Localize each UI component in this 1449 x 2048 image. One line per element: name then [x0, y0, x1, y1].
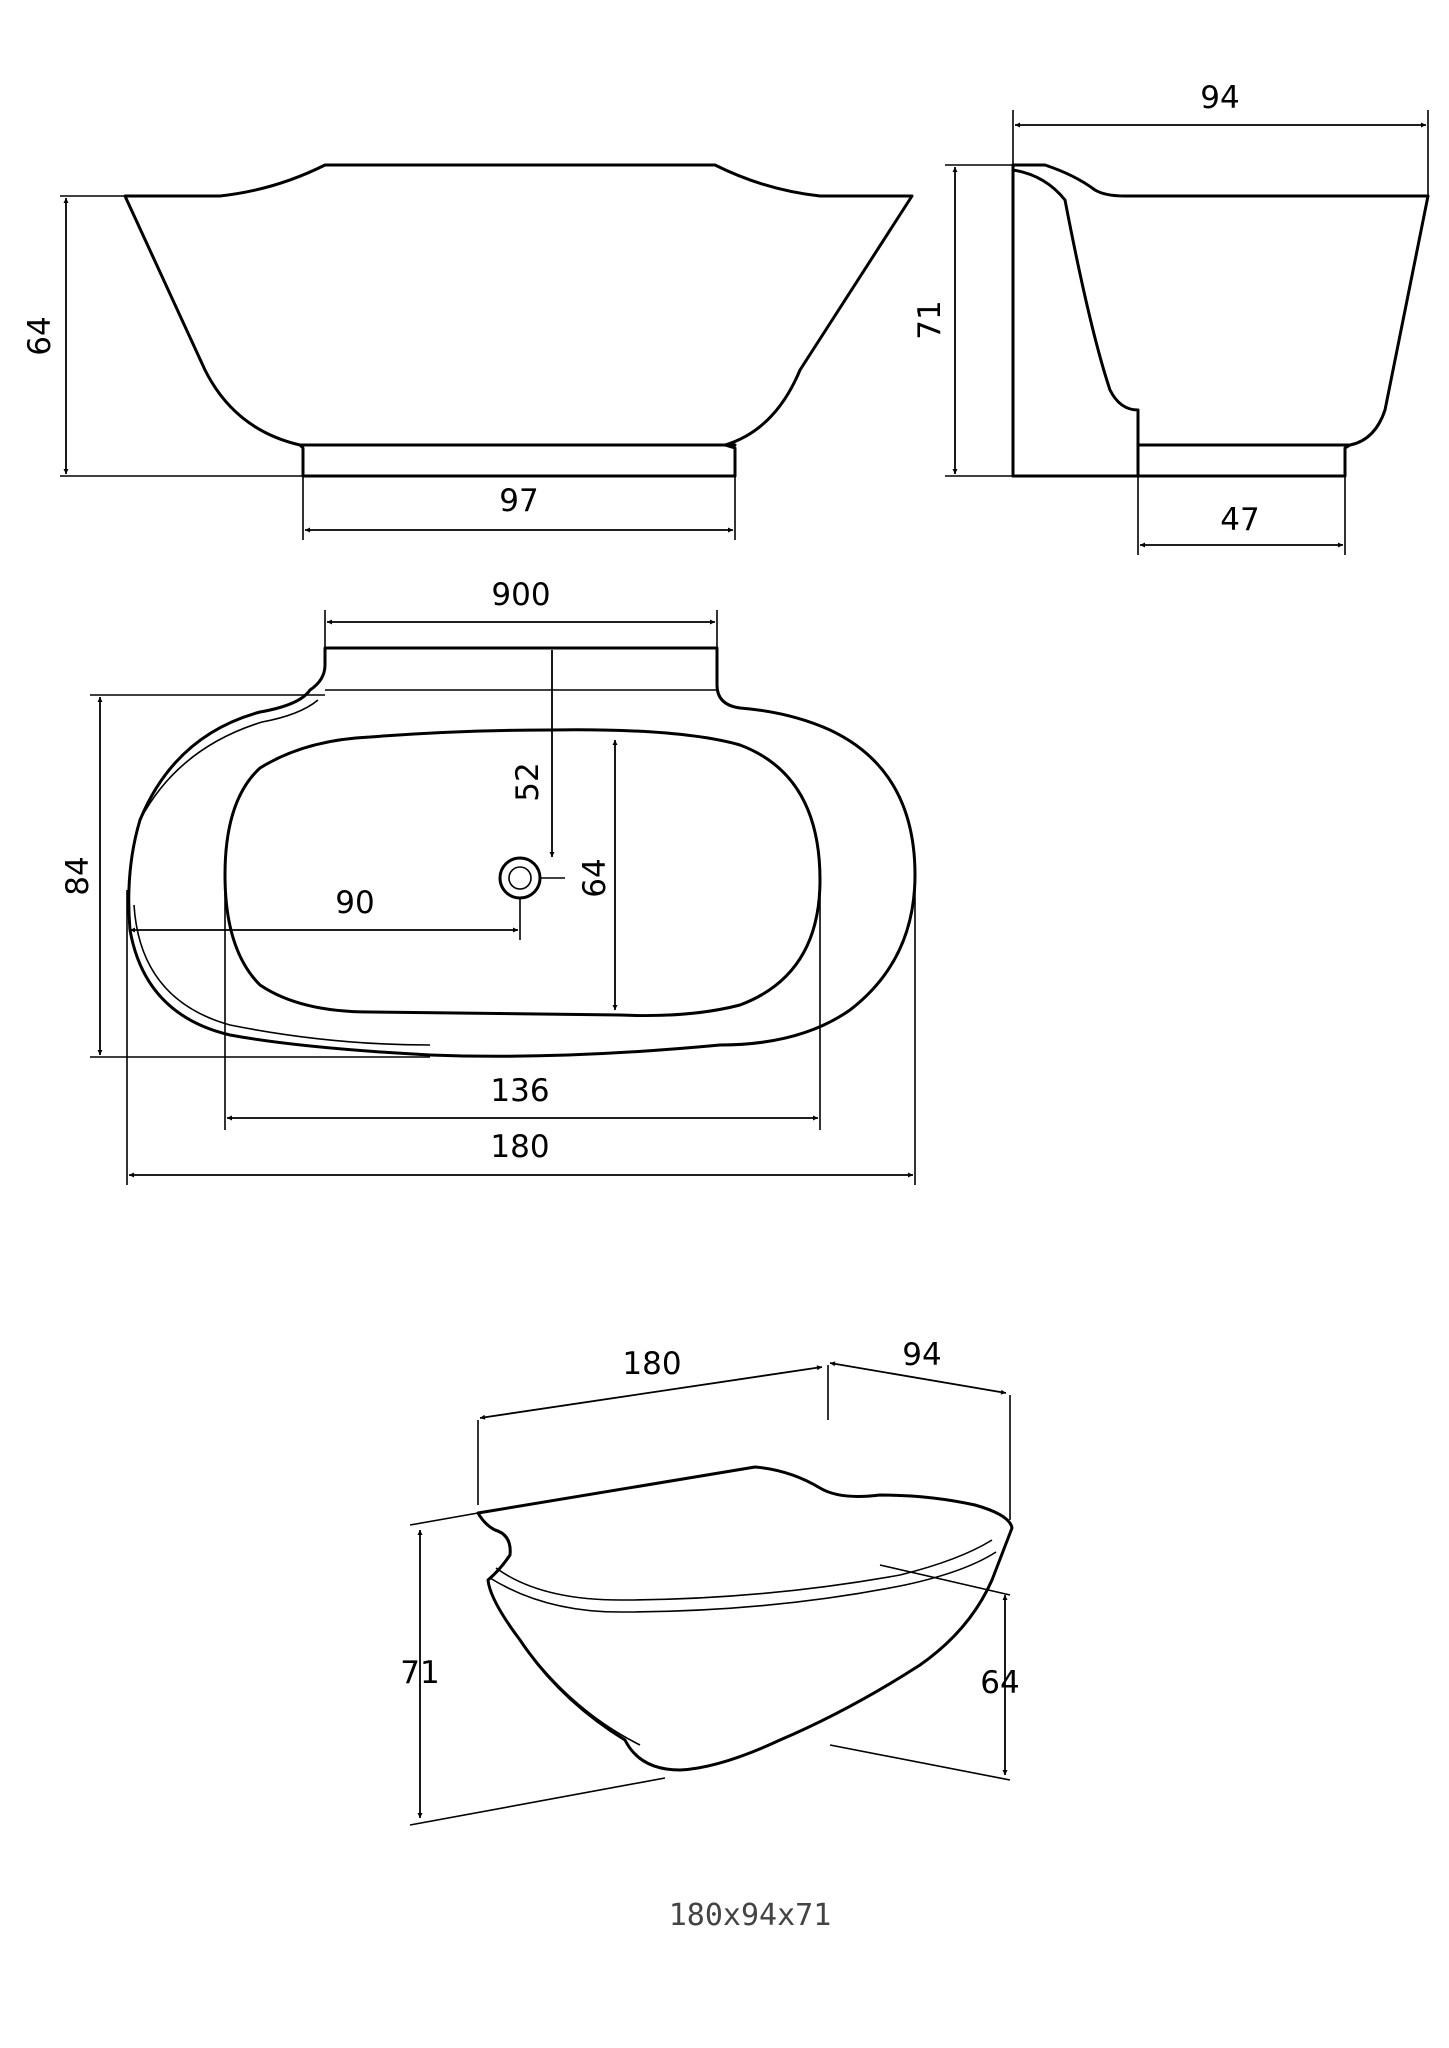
dimensions-caption: 180x94x71 — [669, 1898, 832, 1933]
depth-label: 84 — [60, 856, 96, 895]
length-label: 180 — [490, 1129, 549, 1165]
iso-height-label: 71 — [400, 1655, 439, 1691]
drain-icon — [498, 856, 542, 900]
inner-width-label: 64 — [577, 858, 613, 897]
front-view: 64 97 — [22, 163, 914, 540]
iso-length-label: 180 — [622, 1346, 681, 1382]
side-view-outline — [1011, 163, 1430, 478]
iso-view: 180 94 71 64 — [400, 1337, 1020, 1826]
side-height-label: 71 — [912, 300, 948, 339]
front-view-outline — [123, 163, 914, 478]
side-base-depth-label: 47 — [1220, 502, 1259, 538]
side-depth-label: 94 — [1200, 80, 1239, 116]
drain-offset-x-label: 90 — [335, 885, 374, 921]
top-view: 900 52 64 84 90 136 180 — [60, 577, 917, 1185]
top-view-inner-basin — [223, 728, 822, 1018]
iso-view-outline — [476, 1465, 1014, 1772]
iso-depth-label: 94 — [902, 1337, 941, 1373]
top-view-outer-rim — [127, 646, 917, 1058]
iso-rim-height-label: 64 — [980, 1665, 1019, 1701]
drain-offset-y-label: 52 — [510, 762, 546, 801]
inner-length-label: 136 — [490, 1073, 549, 1109]
front-height-label: 64 — [22, 316, 58, 355]
ledge-width-label: 900 — [491, 577, 550, 613]
front-base-width-label: 97 — [499, 483, 538, 519]
side-view: 94 71 47 — [912, 80, 1430, 555]
